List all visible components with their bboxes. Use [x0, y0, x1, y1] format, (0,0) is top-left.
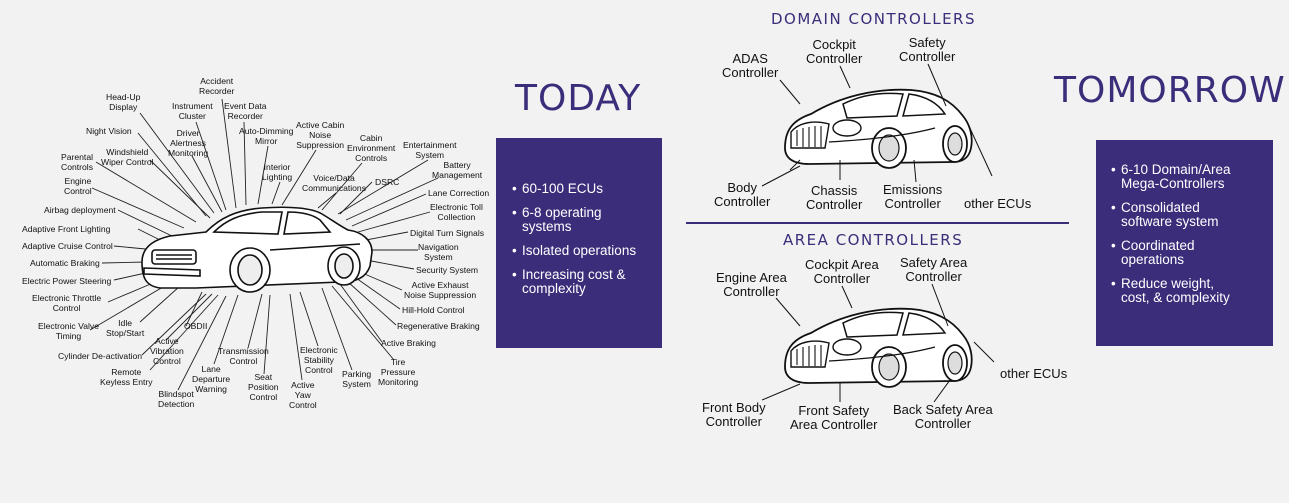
ecu-label: Tire Pressure Monitoring: [378, 357, 419, 387]
domain-car-drawing: [761, 63, 993, 187]
ecu-label: Driver Alertness Monitoring: [168, 128, 209, 158]
ecu-label: Electronic Throttle Control: [32, 293, 102, 313]
ecu-label: Adaptive Cruise Control: [22, 241, 113, 251]
area-label-front-body: Front Body Controller: [702, 400, 766, 429]
tomorrow-bullet: 6-10 Domain/Area Mega-Controllers: [1111, 163, 1273, 191]
today-bullet: 6-8 operating systems: [512, 206, 662, 234]
today-bullet: 60-100 ECUs: [512, 182, 662, 197]
ecu-label: Cylinder De-activation: [58, 351, 143, 361]
ecu-label: Head-Up Display: [106, 92, 141, 112]
ecu-label: Seat Position Control: [248, 372, 279, 402]
today-diagram: [89, 98, 439, 391]
ecu-label: Electronic Valve Timing: [38, 321, 99, 341]
ecu-label: Active Cabin Noise Suppression: [296, 120, 345, 150]
controllers-diagram: [761, 63, 995, 403]
ecu-label: DSRC: [375, 177, 400, 187]
ecu-label: Interior Lighting: [262, 162, 293, 182]
ecu-label: Active Exhaust Noise Suppression: [404, 280, 477, 300]
ecu-label: Accident Recorder: [199, 76, 235, 96]
ecu-label: Electric Power Steering: [22, 276, 112, 286]
domain-label-other-ecus: other ECUs: [964, 196, 1032, 211]
ecu-label: Active Yaw Control: [289, 380, 317, 410]
ecu-label: Airbag deployment: [44, 205, 116, 215]
ecu-label: Instrument Cluster: [172, 101, 213, 121]
ecu-label: Transmission Control: [218, 346, 269, 366]
ecu-label: Windshield Wiper Control: [101, 147, 154, 167]
ecu-label: Parking System: [342, 369, 372, 389]
area-label-safety: Safety Area Controller: [900, 255, 968, 284]
ecu-label: Security System: [416, 265, 479, 275]
ecu-label: Lane Departure Warning: [192, 364, 231, 394]
ecu-label: Voice/Data Communications: [302, 173, 366, 193]
domain-label-safety: Safety Controller: [899, 35, 956, 64]
tomorrow-summary-panel: 6-10 Domain/Area Mega-Controllers Consol…: [1096, 140, 1273, 346]
area-label-other-ecus: other ECUs: [1000, 366, 1068, 381]
ecu-label: Engine Control: [64, 176, 92, 196]
ecu-label: Hill-Hold Control: [402, 305, 465, 315]
ecu-label: Entertainment System: [403, 140, 457, 160]
ecu-label: Auto-Dimming Mirror: [239, 126, 294, 146]
area-label-back-safety: Back Safety Area Controller: [893, 402, 993, 431]
area-leader-lines: [761, 283, 995, 403]
ecu-label: Electronic Toll Collection: [430, 202, 483, 222]
ecu-label: Event Data Recorder: [224, 101, 267, 121]
ecu-label: Lane Correction: [428, 188, 490, 198]
domain-label-body: Body Controller: [714, 180, 771, 209]
tomorrow-bullet: Reduce weight, cost, & complexity: [1111, 277, 1273, 305]
domain-leader-lines: [761, 63, 993, 187]
ecu-label: Regenerative Braking: [397, 321, 480, 331]
ecu-label: Night Vision: [86, 126, 132, 136]
ecu-label: Navigation System: [418, 242, 459, 262]
ecu-label: Battery Management: [432, 160, 483, 180]
ecu-label: Active Braking: [381, 338, 436, 348]
ecu-label: Idle Stop/Start: [106, 318, 145, 338]
domain-label-emissions: Emissions Controller: [883, 182, 943, 211]
domain-label-cockpit: Cockpit Controller: [806, 37, 863, 66]
domain-label-adas: ADAS Controller: [722, 51, 779, 80]
ecu-label: Adaptive Front Lighting: [22, 224, 111, 234]
classic-car-drawing: [141, 206, 373, 293]
tomorrow-title: TOMORROW: [1054, 70, 1286, 111]
tomorrow-bullet: Consolidated software system: [1111, 201, 1273, 229]
domain-label-chassis: Chassis Controller: [806, 183, 863, 212]
ecu-label: Automatic Braking: [30, 258, 100, 268]
area-car-drawing: [761, 283, 995, 403]
domain-controllers-title: DOMAIN CONTROLLERS: [771, 10, 977, 28]
ecu-label: Blindspot Detection: [158, 389, 195, 409]
tomorrow-bullet: Coordinated operations: [1111, 239, 1273, 267]
area-label-engine: Engine Area Controller: [716, 270, 787, 299]
ecu-label: Remote Keyless Entry: [100, 367, 153, 387]
today-summary-panel: 60-100 ECUs 6-8 operating systems Isolat…: [496, 138, 662, 348]
ecu-label: Parental Controls: [61, 152, 94, 172]
today-title: TODAY: [515, 78, 642, 119]
section-divider: [686, 222, 1069, 224]
area-label-front-safety: Front Safety Area Controller: [790, 403, 878, 432]
ecu-label: Active Vibration Control: [150, 336, 184, 366]
ecu-label: Cabin Environment Controls: [347, 133, 396, 163]
today-bullet: Increasing cost & complexity: [512, 268, 662, 296]
area-controllers-title: AREA CONTROLLERS: [783, 231, 964, 249]
ecu-label: Digital Turn Signals: [410, 228, 485, 238]
today-bullet: Isolated operations: [512, 244, 662, 259]
ecu-label: Electronic Stability Control: [300, 345, 338, 375]
ecu-label: OBDII: [184, 321, 208, 331]
area-label-cockpit: Cockpit Area Controller: [805, 257, 879, 286]
